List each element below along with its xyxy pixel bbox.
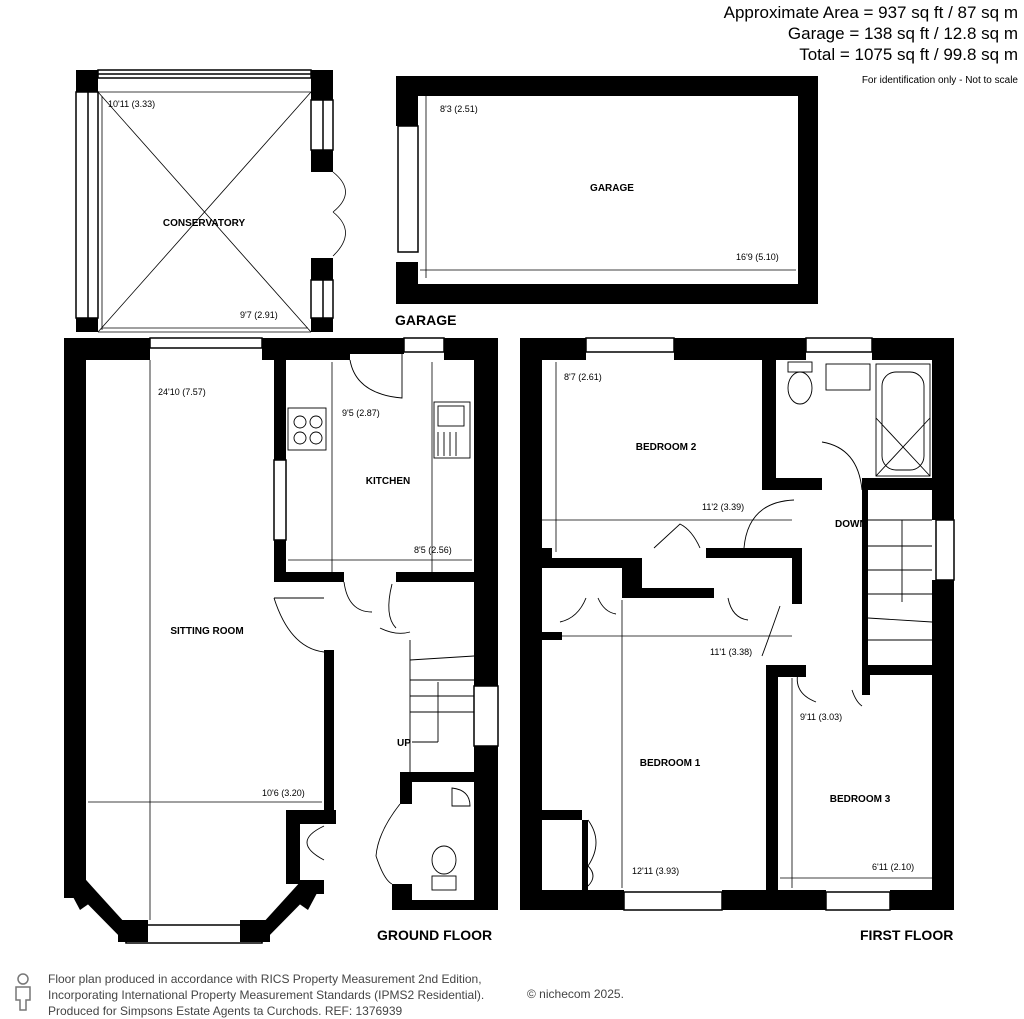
room-label-bedroom-3: BEDROOM 3	[830, 794, 891, 805]
dim-conservatory-a: 10'11 (3.33)	[108, 99, 155, 109]
dim-conservatory-b: 9'7 (2.91)	[240, 310, 278, 320]
dim-garage-b: 16'9 (5.10)	[736, 252, 779, 262]
not-to-scale-note: For identification only - Not to scale	[861, 75, 1018, 86]
approximate-area-text: Approximate Area = 937 sq ft / 87 sq m	[723, 3, 1018, 22]
copyright-text: © nichecom 2025.	[527, 987, 624, 1001]
footer-line-3: Produced for Simpsons Estate Agents ta C…	[48, 1004, 403, 1018]
floor-label-garage: GARAGE	[395, 312, 456, 328]
dim-bedroom-1-b: 12'11 (3.93)	[632, 866, 679, 876]
footer-line-2: Incorporating International Property Mea…	[48, 988, 485, 1002]
room-label-sitting-room: SITTING ROOM	[170, 626, 243, 637]
dim-sitting-room-b: 10'6 (3.20)	[262, 788, 305, 798]
floor-label-first: FIRST FLOOR	[860, 927, 953, 943]
room-label-bedroom-2: BEDROOM 2	[636, 442, 697, 453]
stairs-down-label: DOWN	[835, 519, 867, 530]
dim-sitting-room-a: 24'10 (7.57)	[158, 387, 206, 397]
stairs-up-label: UP	[397, 738, 411, 749]
dim-bedroom-3-a: 9'11 (3.03)	[800, 712, 842, 722]
floor-label-ground: GROUND FLOOR	[377, 927, 492, 943]
person-icon	[15, 973, 31, 1011]
footer: Floor plan produced in accordance with R…	[48, 971, 484, 1019]
dim-bedroom-1-a: 11'1 (3.38)	[710, 647, 752, 657]
dim-bedroom-2-a: 8'7 (2.61)	[564, 372, 602, 382]
dim-bedroom-2-b: 11'2 (3.39)	[702, 502, 744, 512]
footer-line-1: Floor plan produced in accordance with R…	[48, 972, 482, 986]
dim-kitchen-b: 8'5 (2.56)	[414, 545, 452, 555]
room-label-bedroom-1: BEDROOM 1	[640, 758, 701, 769]
room-label-kitchen: KITCHEN	[366, 476, 410, 487]
garage-area-text: Garage = 138 sq ft / 12.8 sq m	[787, 24, 1018, 43]
dim-garage-a: 8'3 (2.51)	[440, 104, 478, 114]
dim-bedroom-3-b: 6'11 (2.10)	[872, 862, 914, 872]
room-label-garage: GARAGE	[590, 183, 634, 194]
room-label-conservatory: CONSERVATORY	[163, 218, 246, 229]
total-area-text: Total = 1075 sq ft / 99.8 sq m	[799, 45, 1018, 64]
dim-kitchen-a: 9'5 (2.87)	[342, 408, 380, 418]
